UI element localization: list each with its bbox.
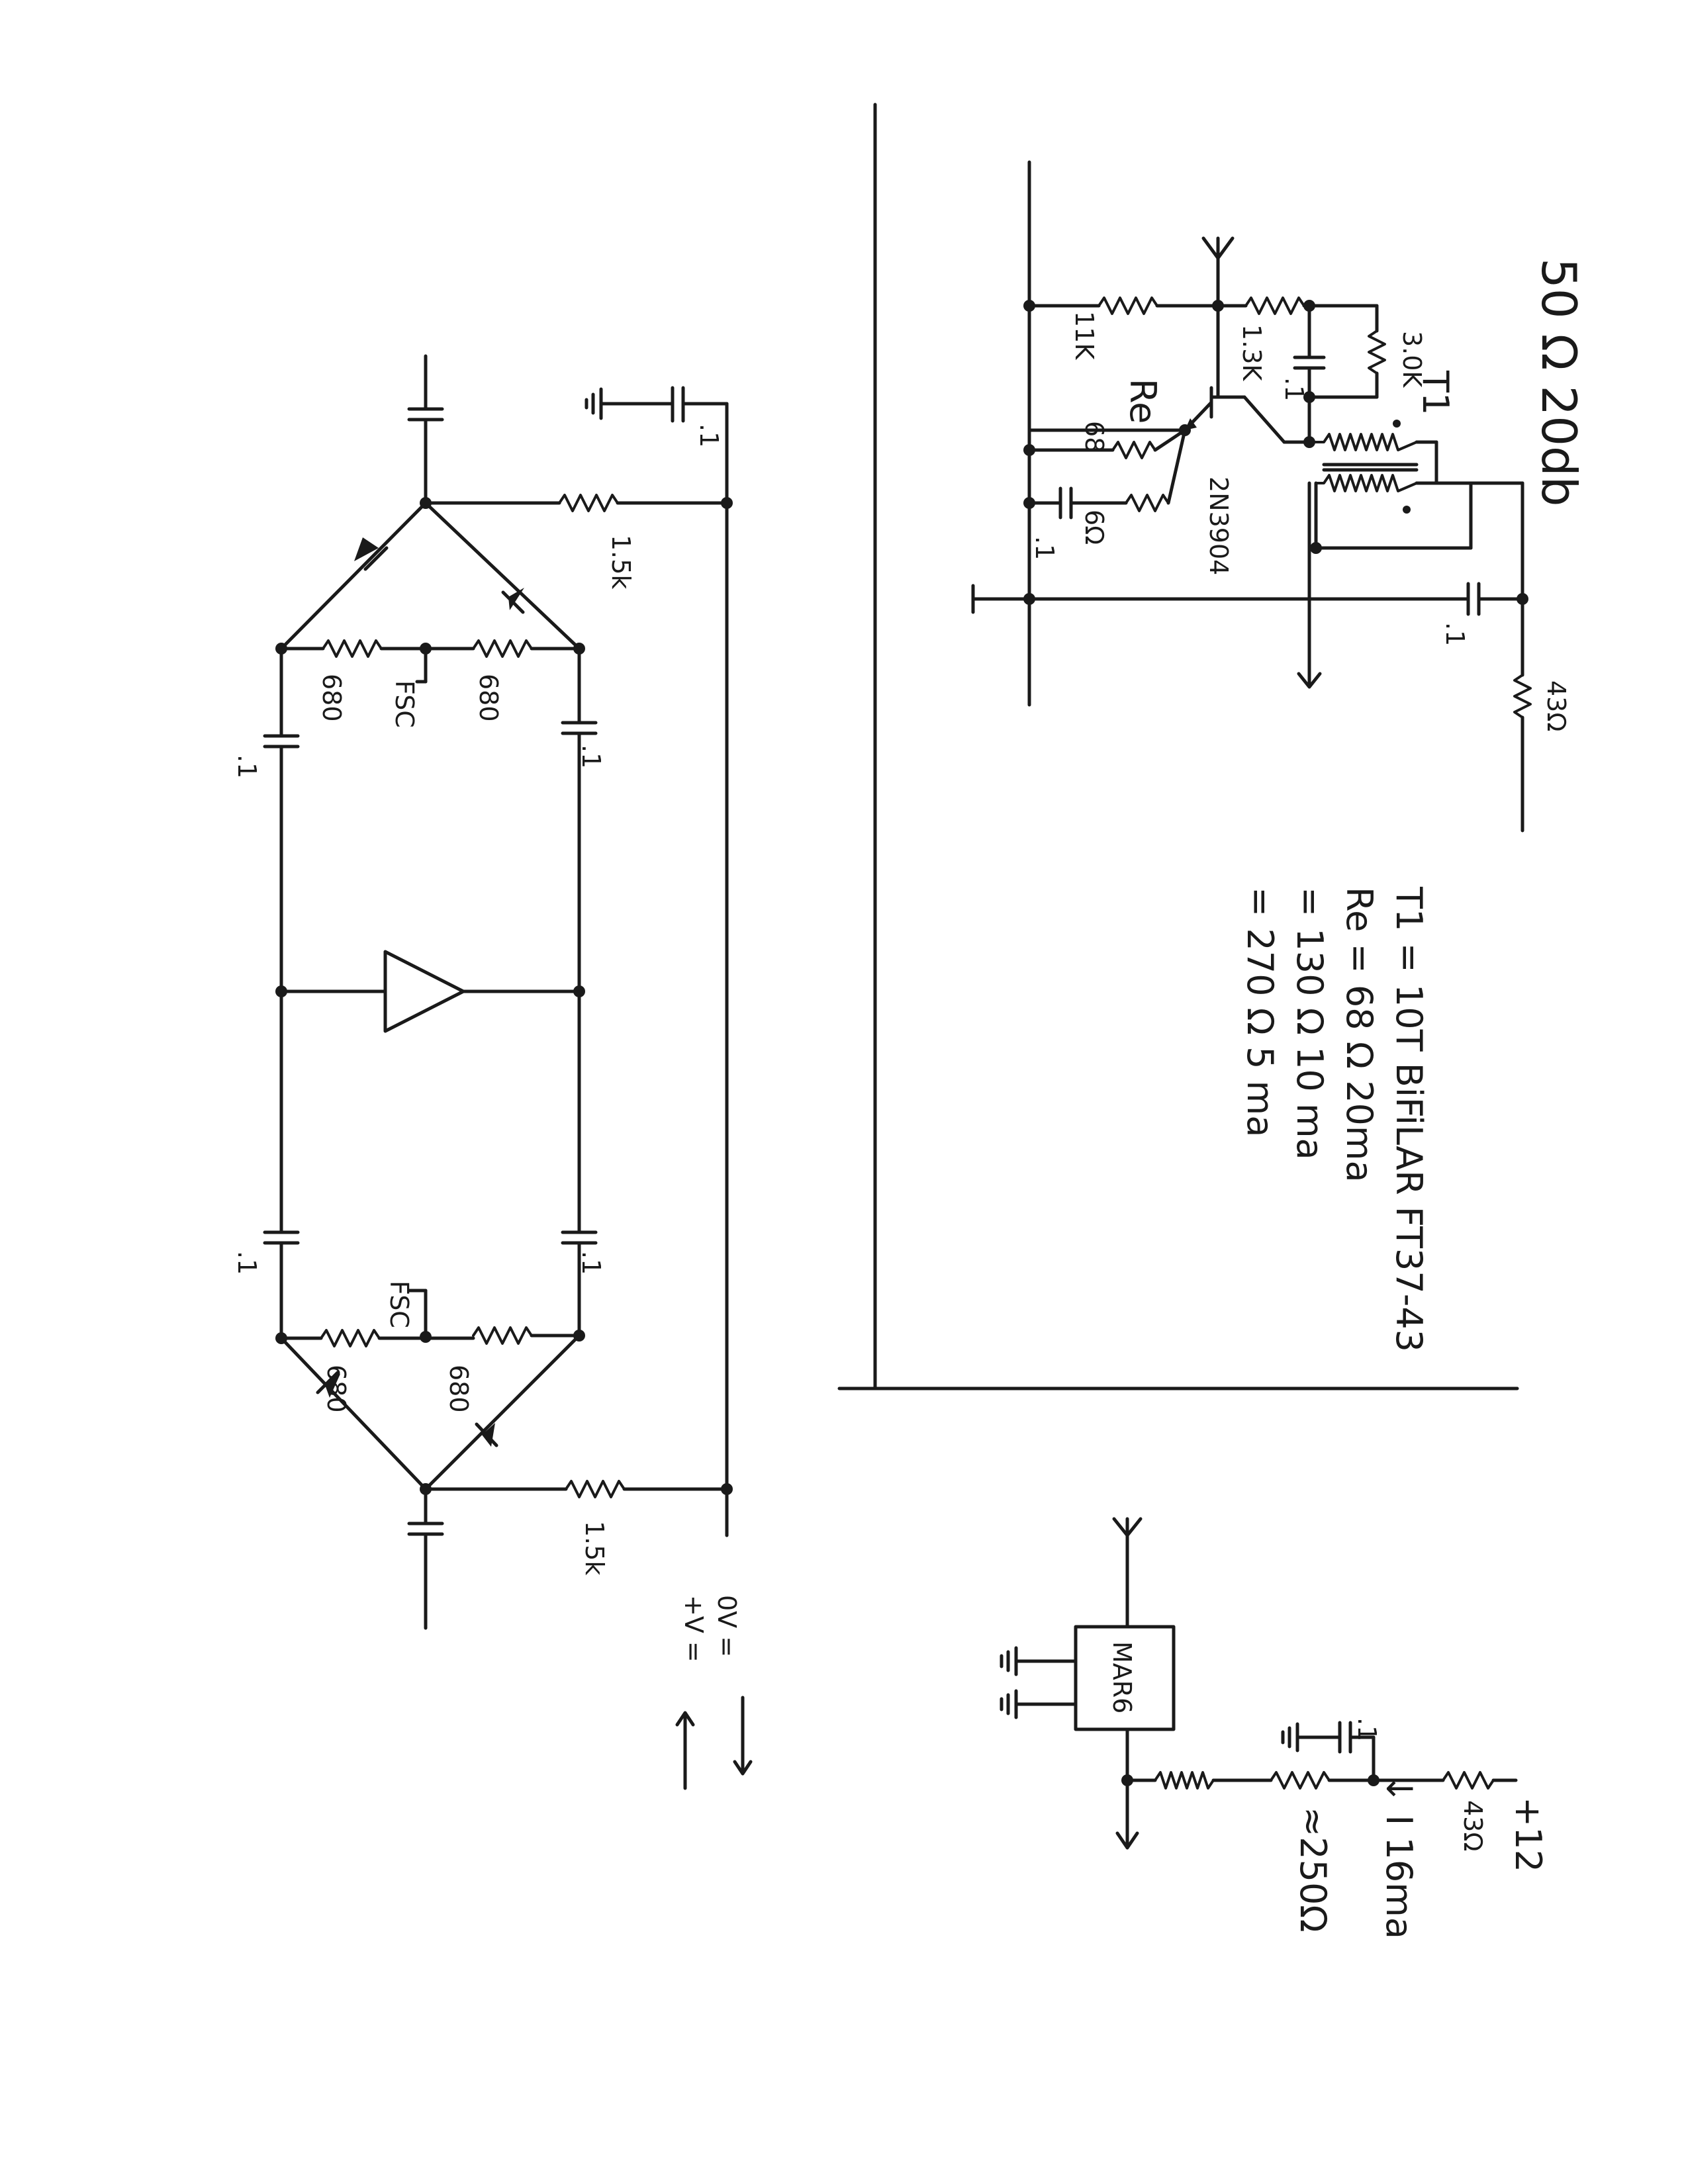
resistor-680-bottom-left [320,1329,381,1347]
resistor-1-5k-bottom [565,1480,626,1498]
label-cap-2: .1 [577,745,606,768]
label-680-c: 680 [322,1365,351,1413]
bridge-circuit [263,354,753,1790]
mmic-ground-2 [1000,1689,1018,1719]
resistor-11k [1098,296,1158,315]
label-mmic-supply: +12 [1507,1797,1549,1872]
amplifier-symbol [383,950,465,1033]
resistor-1-5k-top [558,494,619,512]
note-line-3: = 130 Ω 10 ma [1289,887,1331,1160]
label-mmic-43: 43Ω [1458,1800,1487,1851]
notes-block: T1 = 10T BiFiLAR FT37-43 Re = 68 Ω 20ma … [1239,886,1430,1352]
label-cap-output: .1 [1440,622,1470,646]
label-cap-5: .1 [694,424,724,447]
label-11k: 11K [1070,311,1099,360]
mmic-box [1074,1625,1176,1731]
label-1-3k: 1.3K [1237,324,1266,381]
resistor-43-ohm [1513,674,1532,719]
label-t1: T1 [1415,370,1456,415]
diagram-title: 50 Ω 20db [1531,258,1587,506]
mmic-labels: MAR6 .1 ↓ I 16ma 43Ω ≈250Ω +12 [1107,1641,1549,1939]
resistor-680-top-right [472,639,533,658]
resistor-250-ohm [1270,1771,1331,1790]
label-68: 68 [1080,421,1109,453]
diode-bottom-left [316,1371,340,1398]
label-680-a: 680 [317,674,346,722]
label-1-5k-bottom: 1.5k [580,1521,609,1575]
mmic-ground-3 [1281,1722,1299,1752]
note-line-1: T1 = 10T BiFiLAR FT37-43 [1388,886,1430,1352]
resistor-680-top-left [322,639,383,658]
label-cap-emitter: .1 [1030,536,1059,560]
label-1-5k-top: 1.5k [606,535,635,589]
ground-symbol [585,387,603,420]
label-43-ohm: 43Ω [1542,680,1571,731]
transformer-winding-2 [1315,474,1418,492]
transformer-winding-1 [1308,433,1418,451]
diode-top-right [501,588,525,614]
amplifier-labels: 50 Ω 20db 11K 1.3K 3.0K .1 Re 68 6Ω .1 2… [1030,258,1587,731]
diode-bottom-right [475,1422,498,1447]
resistor-1-3k [1244,296,1305,315]
note-line-4: = 270 Ω 5 ma [1239,887,1281,1137]
resistor-43-ohm-mmic [1442,1771,1495,1790]
note-line-2: Re = 68 Ω 20ma [1338,887,1380,1183]
resistor-680-bottom-right [472,1326,533,1345]
label-680-b: 680 [474,674,503,722]
bridge-labels: 1.5k 1.5k 680 680 680 680 FSC FSC .1 .1 … [232,424,741,1662]
resistor-re-68 [1111,441,1156,459]
label-cap-4: .1 [577,1251,606,1275]
label-mmic-current: ↓ I 16ma [1378,1774,1420,1939]
label-6-ohm: 6Ω [1080,510,1109,545]
label-zero-v: 0V = [712,1595,741,1657]
label-fsc-bottom: FSC [385,1281,414,1328]
label-3-0k: 3.0K [1397,331,1427,388]
label-680-d: 680 [444,1365,473,1413]
mmic-circuit [1000,1517,1518,1850]
diode-top-left [354,537,389,571]
label-cap-3: .1 [232,1251,261,1275]
label-mmic-250: ≈250Ω [1292,1807,1334,1933]
label-fsc-top: FSC [390,680,419,728]
label-re: Re [1122,379,1164,424]
mmic-ground-1 [1000,1646,1018,1676]
feedback-amplifier [971,160,1532,833]
resistor-6-ohm [1125,494,1170,512]
label-mmic-part: MAR6 [1107,1641,1137,1713]
rail-bypass-capacitor [671,386,685,423]
label-cap-bypass: .1 [1280,377,1309,401]
section-dividers [837,103,1519,1390]
label-plus-v: +V = [679,1595,708,1662]
mmic-choke [1154,1771,1215,1790]
label-cap-1: .1 [232,754,261,778]
label-transistor: 2N3904 [1204,477,1233,575]
resistor-3-0k [1368,330,1386,375]
label-mmic-cap: .1 [1352,1717,1381,1741]
